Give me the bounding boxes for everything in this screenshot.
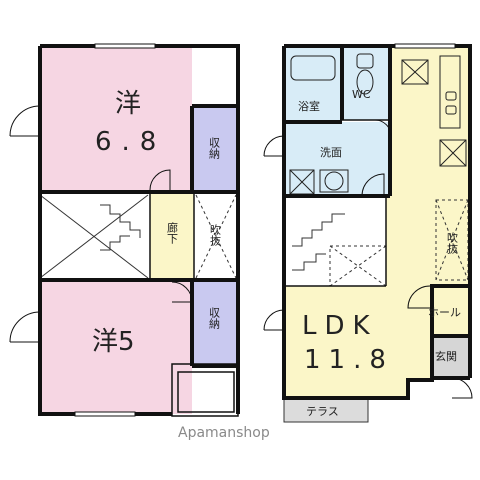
room-western-6-8 bbox=[40, 48, 192, 190]
void-2f-label: 吹抜 bbox=[209, 224, 222, 247]
terrace bbox=[283, 397, 369, 423]
closet-bottom bbox=[192, 282, 236, 364]
closet-top bbox=[192, 108, 236, 190]
room-b-label: 洋5 bbox=[92, 327, 135, 357]
floor-2-plan: 洋 6.8 洋5 収納 収納 廊下 吹抜 bbox=[9, 43, 240, 417]
washroom-label: 洗面 bbox=[320, 146, 342, 159]
washroom bbox=[286, 122, 390, 194]
void-1f-label: 吹抜 bbox=[446, 232, 459, 255]
room-a-label: 洋 bbox=[115, 89, 141, 119]
hall bbox=[430, 286, 468, 336]
room-a-size: 6.8 bbox=[95, 127, 166, 157]
room-western-5 bbox=[40, 282, 192, 414]
stairs-2f bbox=[39, 194, 149, 279]
wc-label: WC bbox=[352, 88, 371, 101]
ldk-label: LDK bbox=[302, 311, 378, 341]
entrance-label: 玄関 bbox=[435, 349, 457, 363]
corridor bbox=[150, 192, 194, 278]
watermark: Apamanshop bbox=[178, 425, 270, 441]
bathroom-label: 浴室 bbox=[298, 99, 320, 113]
ldk bbox=[286, 48, 468, 396]
floor-1-plan: 浴室 WC 洗面 LDK 11.8 吹抜 ホール 玄関 テラス bbox=[263, 43, 473, 423]
entrance bbox=[430, 336, 468, 376]
closet-b-label: 収納 bbox=[208, 307, 221, 330]
ldk-size: 11.8 bbox=[304, 345, 394, 375]
terrace-label: テラス bbox=[306, 405, 339, 418]
hall-label: ホール bbox=[428, 306, 461, 319]
bathroom bbox=[286, 48, 342, 122]
closet-a-label: 収納 bbox=[208, 137, 221, 160]
wc bbox=[342, 48, 390, 120]
corridor-label: 廊下 bbox=[166, 221, 179, 245]
